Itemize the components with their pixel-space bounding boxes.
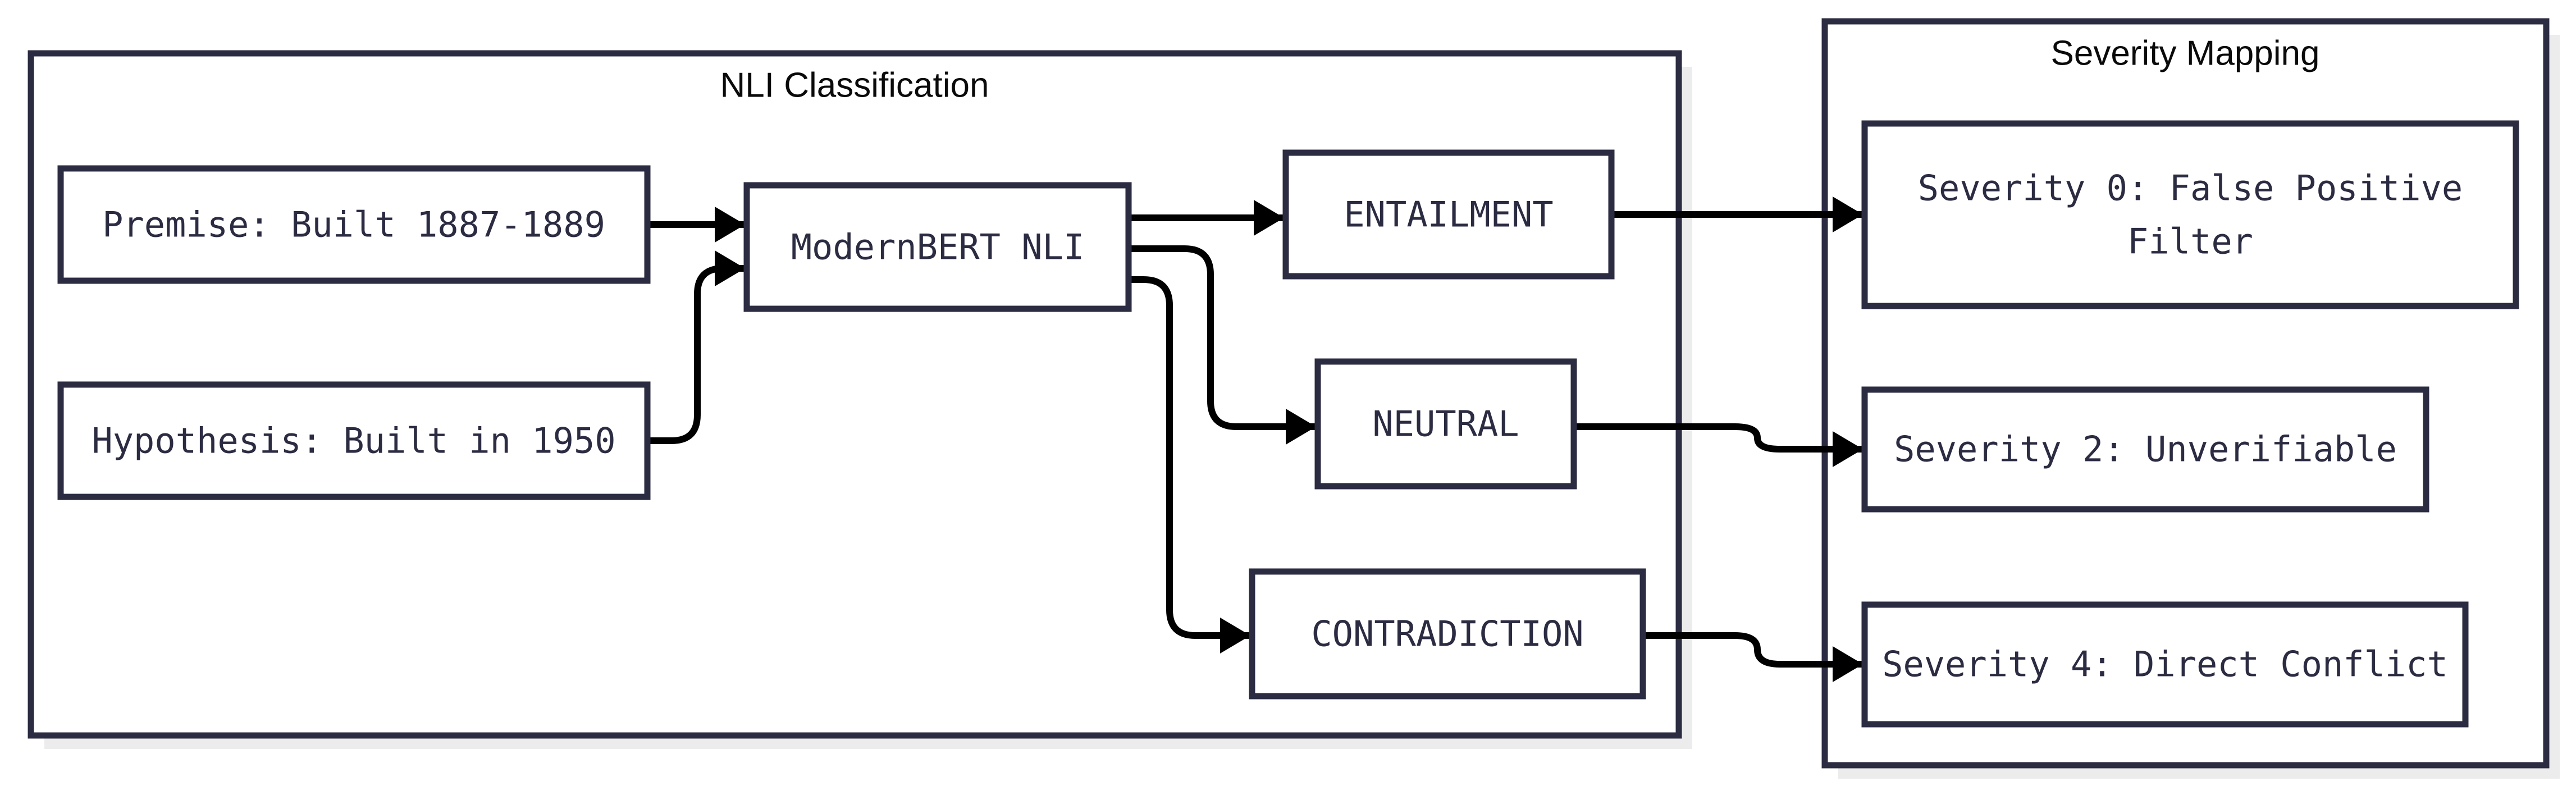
model-node-box [743, 182, 1132, 312]
severity4-node: Severity 4: Direct Conflict [1861, 601, 2469, 728]
hypothesis-node-label: Hypothesis: Built in 1950 [92, 421, 615, 461]
neutral-node: NEUTRAL [1314, 358, 1577, 490]
hypothesis-node: Hypothesis: Built in 1950 [57, 381, 651, 500]
entailment-node-box [1282, 149, 1615, 280]
premise-node-label: Premise: Built 1887-1889 [102, 204, 605, 245]
contradiction-node-label: CONTRADICTION [1311, 614, 1583, 655]
entailment-node-label: ENTAILMENT [1344, 194, 1553, 235]
edges [647, 196, 1863, 682]
contradiction-node: CONTRADICTION [1249, 568, 1646, 700]
severity-container-title: Severity Mapping [2050, 34, 2319, 73]
severity2-node: Severity 2: Unverifiable [1861, 386, 2429, 513]
neutral-node-label: NEUTRAL [1372, 404, 1519, 445]
edge-model-to-contradiction [1129, 276, 1250, 654]
severity4-node-label: Severity 4: Direct Conflict [1882, 644, 2448, 685]
severity2-node-label: Severity 2: Unverifiable [1894, 429, 2397, 470]
edge-contradiction-to-severity4 [1643, 632, 1863, 682]
premise-node-box [57, 165, 651, 284]
model-node-label: ModernBERT NLI [791, 227, 1085, 268]
severity0-node-box [1861, 120, 2519, 309]
severity4-node-box [1861, 601, 2469, 728]
entailment-node: ENTAILMENT [1282, 149, 1615, 280]
edge-hypothesis-to-model [647, 250, 745, 444]
severity0-node: Severity 0: False Positive Filter [1861, 120, 2519, 309]
hypothesis-node-box [57, 381, 651, 500]
neutral-node-box [1314, 358, 1577, 490]
severity2-node-box [1861, 386, 2429, 513]
severity0-node-label-line2: Filter [2127, 221, 2253, 262]
nli-container-title: NLI Classification [720, 66, 989, 105]
premise-node: Premise: Built 1887-1889 [57, 165, 651, 284]
contradiction-node-box [1249, 568, 1646, 700]
severity0-node-label-line1: Severity 0: False Positive [1918, 168, 2463, 209]
edge-neutral-to-severity2 [1574, 423, 1863, 467]
model-node: ModernBERT NLI [743, 182, 1132, 312]
edge-model-to-neutral [1129, 245, 1316, 445]
